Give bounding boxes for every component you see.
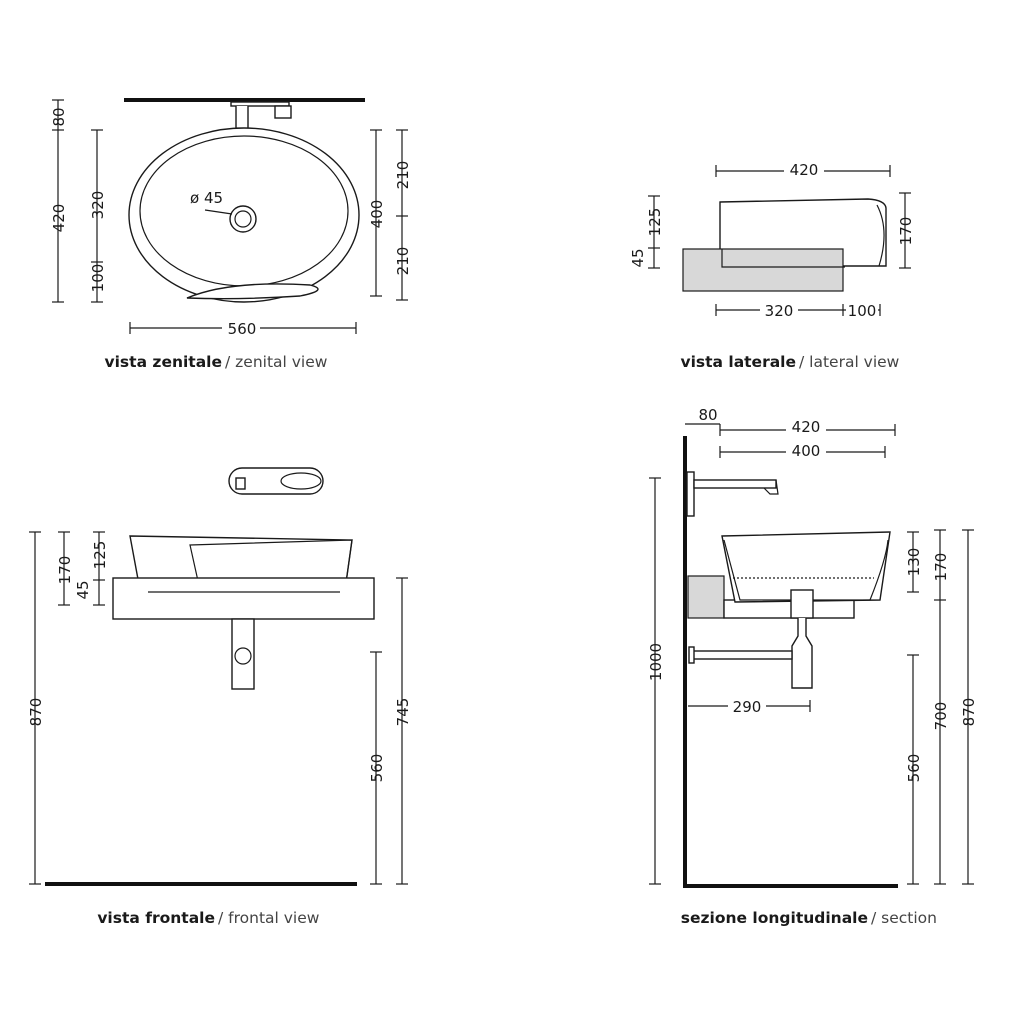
dim-210-bottom: 210	[394, 247, 412, 276]
sec-dim-1000: 1000	[647, 643, 665, 681]
dim-80: 80	[50, 107, 68, 126]
dim-210-top: 210	[394, 161, 412, 190]
sec-dim-420: 420	[792, 418, 821, 436]
front-dim-125: 125	[91, 541, 109, 570]
drain-outer	[229, 205, 257, 233]
waste-pipe	[691, 650, 793, 660]
frontal-caption-bold: vista frontale	[97, 909, 215, 927]
countertop-body	[723, 599, 855, 619]
label-bg	[784, 162, 824, 178]
tap-body	[228, 467, 324, 495]
sec-dim-170: 170	[932, 553, 950, 582]
zenital-caption-bold: vista zenitale	[105, 353, 222, 371]
front-dim-870: 870	[27, 698, 45, 727]
basin-base-line	[721, 249, 845, 268]
label-bg	[222, 320, 260, 336]
sec-dim-870: 870	[960, 698, 978, 727]
lateral-view: 420 125 45 170 320 100 vista laterale / …	[629, 161, 915, 371]
trap	[791, 618, 813, 689]
drain	[790, 589, 814, 619]
frontal-view: 870 170 125 45 560 745 vista frontale / …	[27, 467, 412, 927]
lat-dim-320: 320	[765, 302, 794, 320]
sec-dim-130: 130	[905, 548, 923, 577]
trap-pipe	[231, 618, 255, 690]
front-dim-745: 745	[394, 698, 412, 727]
tap-lever	[274, 105, 292, 119]
dim-560: 560	[228, 320, 257, 338]
hole-dim: ø 45	[190, 189, 223, 207]
dim-400: 400	[368, 200, 386, 229]
basin-rim-tab	[186, 283, 319, 300]
countertop	[682, 248, 844, 292]
zenital-caption-light: / zenital view	[225, 353, 328, 371]
section-caption-bold: sezione longitudinale	[681, 909, 868, 927]
tap-square	[235, 477, 246, 490]
front-dim-560: 560	[368, 754, 386, 783]
lateral-caption-light: / lateral view	[799, 353, 900, 371]
countertop-front	[112, 577, 375, 620]
drain-leader	[204, 209, 233, 215]
lat-dim-125: 125	[646, 208, 664, 237]
basin-side-curve	[876, 204, 885, 267]
label-bg	[846, 302, 878, 318]
section-view: 80 420 400 1000 290 130 170 700	[647, 406, 978, 927]
sec-dim-80: 80	[698, 406, 717, 424]
tap-plate	[230, 101, 290, 107]
lat-dim-170: 170	[897, 217, 915, 246]
sec-dim-400: 400	[792, 442, 821, 460]
tap-outlet	[763, 479, 779, 495]
label-bg	[728, 698, 766, 714]
sec-dim-290: 290	[733, 698, 762, 716]
dim-100: 100	[89, 264, 107, 293]
lat-dim-45: 45	[629, 248, 647, 267]
label-bg	[786, 442, 826, 458]
dim-320: 320	[89, 191, 107, 220]
drain-inner	[234, 210, 252, 228]
label-bg	[786, 420, 826, 436]
countertop-section	[687, 575, 725, 619]
lateral-caption-bold: vista laterale	[680, 353, 796, 371]
frontal-caption-light: / frontal view	[218, 909, 320, 927]
tap-handle	[280, 472, 322, 490]
lat-dim-100: 100	[848, 302, 877, 320]
waste-flange	[688, 646, 695, 664]
section-caption-light: / section	[871, 909, 937, 927]
tap-spout	[693, 479, 777, 489]
sec-dim-700: 700	[932, 702, 950, 731]
front-dim-45: 45	[74, 580, 92, 599]
tap-plate	[686, 471, 695, 517]
basin-section	[721, 531, 891, 603]
dim-420: 420	[50, 204, 68, 233]
sec-dim-560: 560	[905, 754, 923, 783]
lat-dim-420: 420	[790, 161, 819, 179]
zenital-view: ø 45 80 420 320 100 400 210 210 560 vist…	[50, 98, 412, 371]
label-bg	[760, 302, 798, 318]
front-dim-170: 170	[56, 556, 74, 585]
trap-cap	[234, 647, 252, 665]
